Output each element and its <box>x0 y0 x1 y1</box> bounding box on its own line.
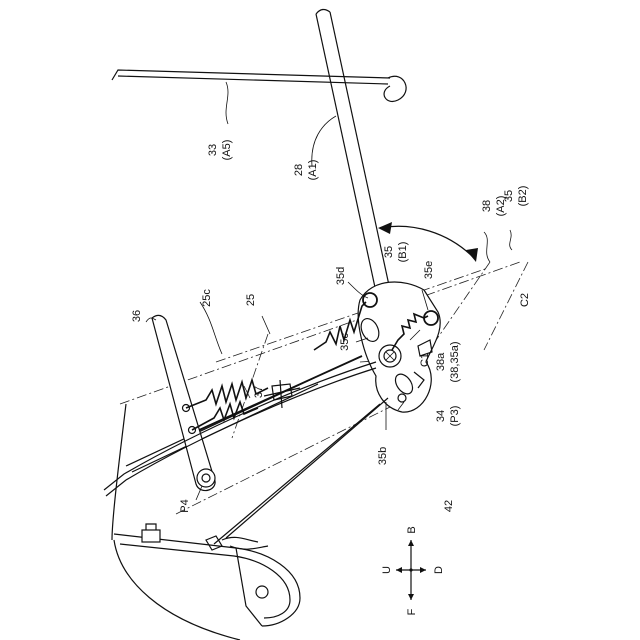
label-a5: (A5) <box>221 140 233 161</box>
label-35e: 35e <box>423 261 435 279</box>
direction-front: F <box>406 608 418 615</box>
rod-33 <box>112 70 406 101</box>
label-34: 34 <box>435 410 447 422</box>
label-b1: (B1) <box>397 242 409 263</box>
cable <box>104 362 376 496</box>
label-35d: 35d <box>335 267 347 285</box>
lever-36 <box>152 315 215 490</box>
leader-25c <box>200 302 222 354</box>
label-42: 42 <box>443 500 455 512</box>
label-36: 36 <box>131 310 143 322</box>
lever-28 <box>316 9 390 292</box>
label-25: 25 <box>245 294 257 306</box>
label-38: 38 <box>481 200 493 212</box>
label-c1: C1 <box>419 353 431 367</box>
label-p3: (P3) <box>449 406 461 427</box>
label-25c: 25c <box>201 289 213 307</box>
label-33: 33 <box>207 144 219 156</box>
leader-28 <box>312 116 336 166</box>
direction-indicator <box>396 540 426 600</box>
label-35-mid: 35 <box>383 246 395 258</box>
label-35c: 35c <box>339 333 351 351</box>
label-b2: (B2) <box>517 186 529 207</box>
label-c2: C2 <box>519 293 531 307</box>
bolt <box>264 380 300 408</box>
leader-33 <box>226 82 228 124</box>
bracket-arm-42 <box>214 398 388 544</box>
label-a1: (A1) <box>307 160 319 181</box>
label-35-top: 35 <box>503 190 515 202</box>
frame <box>112 404 300 640</box>
label-p4: P4 <box>179 499 191 512</box>
label-37: 37 <box>253 386 265 398</box>
bracket-plate-35 <box>358 282 441 412</box>
direction-back: B <box>406 526 418 533</box>
leader-38 <box>484 232 490 262</box>
leader-35-top <box>510 230 512 250</box>
direction-down: D <box>433 566 445 574</box>
label-35b: 35b <box>377 447 389 465</box>
label-28: 28 <box>293 164 305 176</box>
label-38a-sub: (38,35a) <box>449 342 461 383</box>
direction-up: U <box>381 566 393 574</box>
label-38a: 38a <box>435 352 447 371</box>
